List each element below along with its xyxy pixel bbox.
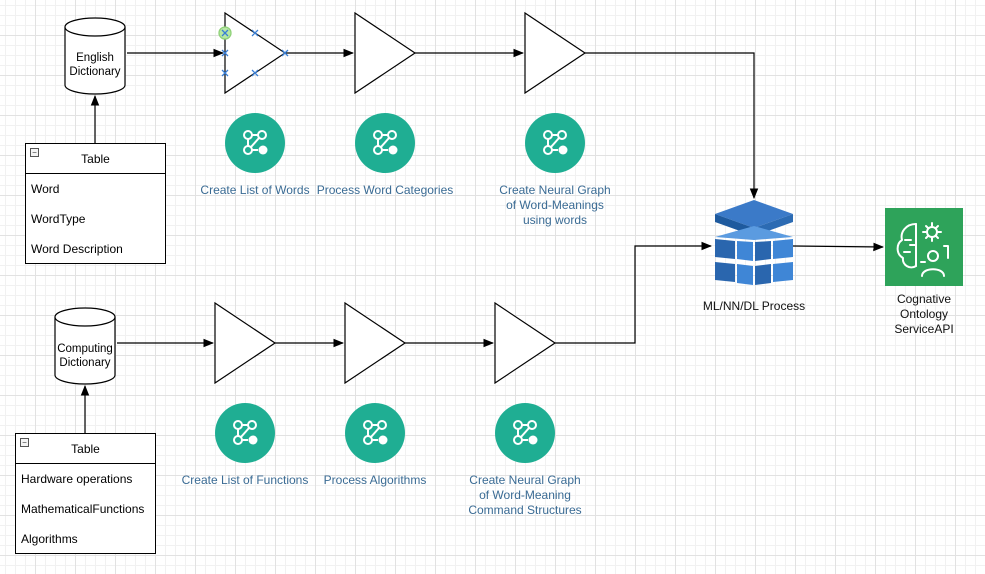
workflow-glyph (513, 420, 538, 445)
table-row[interactable]: Word Description (31, 242, 123, 256)
step-label-create-neural-graph-words: Create Neural Graph of Word-Meanings usi… (499, 183, 611, 227)
workflow-icon[interactable] (495, 403, 555, 463)
brain-gear-icon[interactable] (885, 208, 963, 286)
workflow-glyph (243, 130, 268, 155)
triangle-step-create-list-of-functions[interactable] (214, 301, 277, 385)
workflow-glyph (543, 130, 568, 155)
edge-ml-to-api[interactable] (792, 242, 885, 252)
step-label-create-list-of-functions: Create List of Functions (181, 473, 309, 487)
collapse-toggle-icon[interactable]: − (30, 148, 39, 157)
database-english-dictionary[interactable] (64, 17, 126, 95)
selection-handles[interactable] (218, 26, 289, 77)
output-label: Cognative Ontology ServiceAPI (894, 292, 954, 336)
triangle-step-process-word-categories[interactable] (354, 11, 417, 95)
step-label-process-algorithms: Process Algorithms (323, 473, 427, 487)
stacked-cube-icon[interactable] (715, 200, 793, 285)
workflow-icon[interactable] (225, 113, 285, 173)
step-label-create-neural-graph-commands: Create Neural Graph of Word-Meaning Comm… (468, 473, 582, 517)
edge-step3-to-ml[interactable] (585, 52, 759, 200)
table-computing-functions[interactable]: − Table Hardware operations Mathematical… (15, 433, 156, 554)
collapse-toggle-icon[interactable]: − (20, 438, 29, 447)
triangle-step-process-algorithms[interactable] (344, 301, 407, 385)
table-header[interactable]: − Table (26, 144, 165, 174)
triangle-step-create-list-of-words[interactable] (224, 11, 287, 95)
table-title: Table (81, 151, 110, 166)
triangle-step-create-neural-graph-words[interactable] (524, 11, 587, 95)
workflow-glyph (233, 420, 258, 445)
step-label-process-word-categories: Process Word Categories (316, 183, 454, 197)
table-row[interactable]: WordType (31, 212, 86, 226)
table-english-words[interactable]: − Table Word WordType Word Description (25, 143, 166, 264)
workflow-icon[interactable] (215, 403, 275, 463)
workflow-glyph (363, 420, 388, 445)
table-header[interactable]: − Table (16, 434, 155, 464)
table-row[interactable]: Word (31, 182, 60, 196)
workflow-icon[interactable] (345, 403, 405, 463)
step-label-create-list-of-words: Create List of Words (200, 183, 310, 197)
database-label-computing: Computing Dictionary (57, 343, 113, 369)
table-row[interactable]: MathematicalFunctions (21, 502, 145, 516)
workflow-icon[interactable] (355, 113, 415, 173)
table-row[interactable]: Algorithms (21, 532, 78, 546)
edge-step6-to-ml[interactable] (555, 241, 713, 344)
database-computing-dictionary[interactable] (54, 307, 116, 385)
workflow-icon[interactable] (525, 113, 585, 173)
triangle-step-create-neural-graph-commands[interactable] (494, 301, 557, 385)
table-row[interactable]: Hardware operations (21, 472, 133, 486)
table-title: Table (71, 441, 100, 456)
database-label-english: English Dictionary (69, 52, 121, 78)
process-label: ML/NN/DL Process (702, 299, 806, 313)
workflow-glyph (373, 130, 398, 155)
